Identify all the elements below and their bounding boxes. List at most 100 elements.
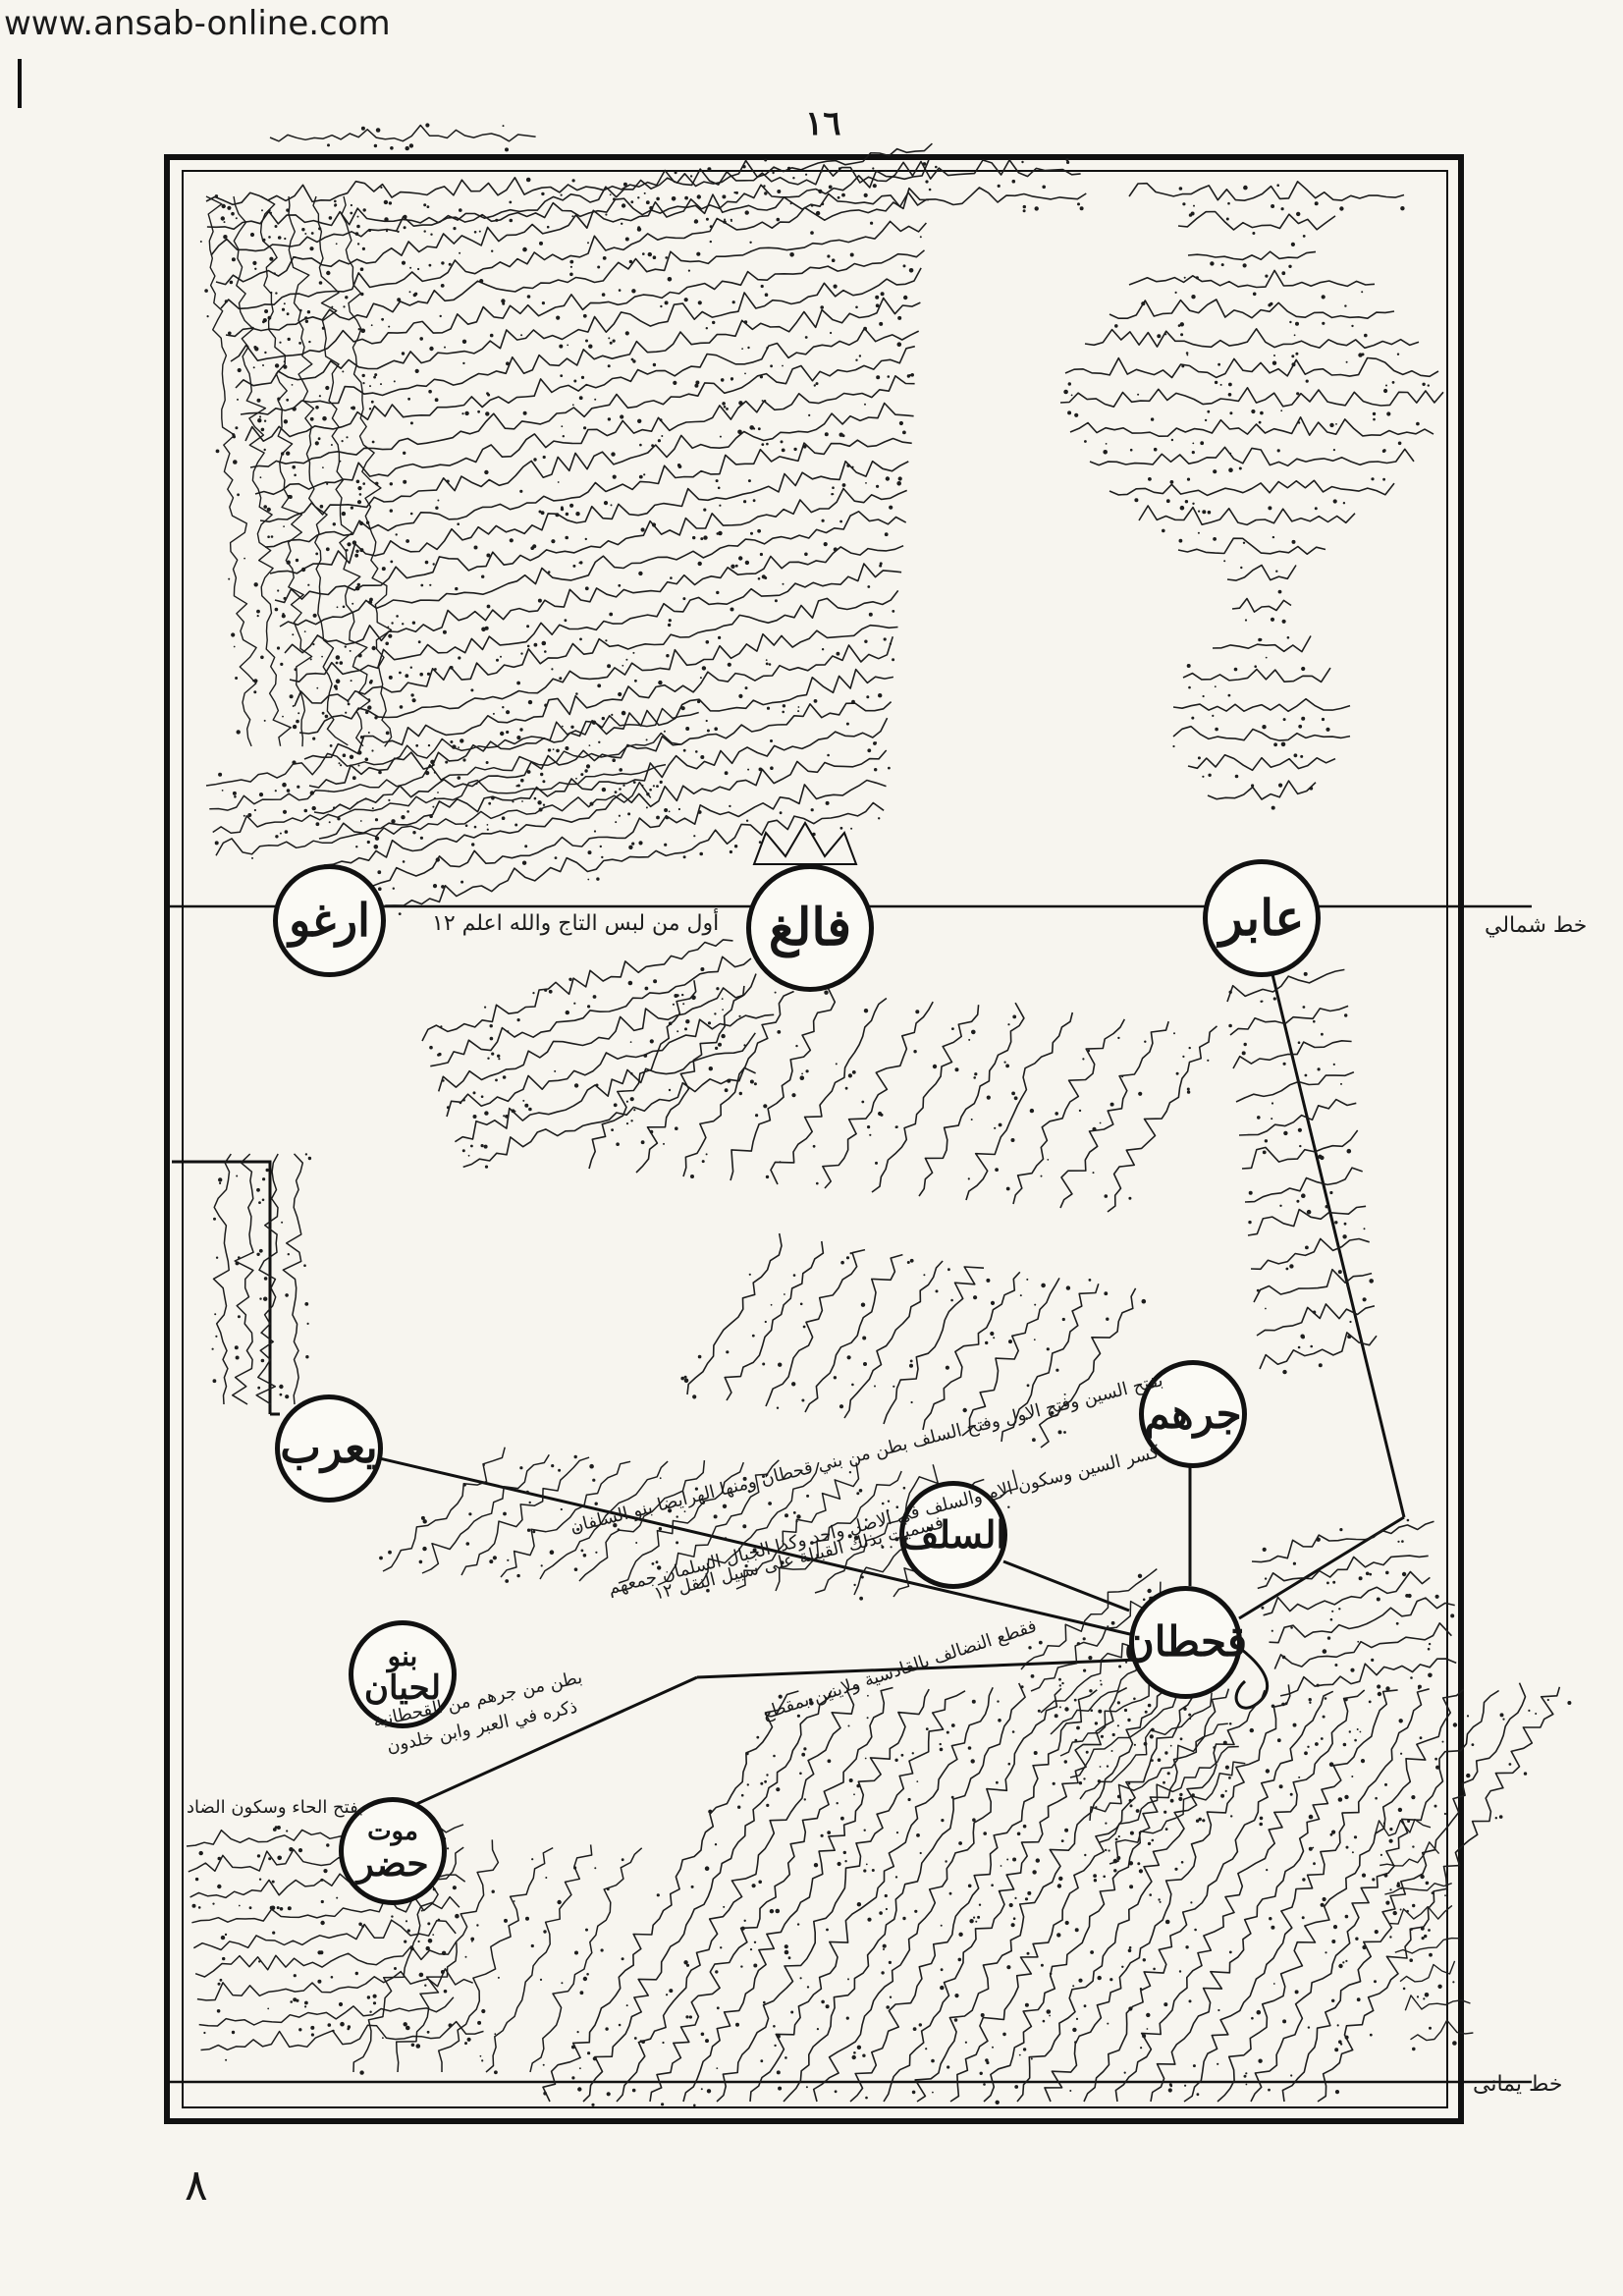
script-dot [635, 1542, 638, 1544]
script-dot [392, 887, 395, 890]
script-dot [886, 1509, 890, 1512]
script-dot [1320, 1902, 1325, 1907]
script-dot [715, 479, 719, 483]
script-dot [1117, 1835, 1120, 1838]
script-dot [766, 1774, 769, 1777]
script-dot [1314, 507, 1318, 511]
script-dot [388, 798, 391, 802]
script-stroke [235, 267, 922, 389]
script-dot [1289, 1792, 1293, 1796]
script-dot [252, 366, 255, 369]
script-dot [1508, 1763, 1512, 1766]
script-dot [459, 1101, 462, 1105]
script-dot [292, 705, 295, 707]
script-dot [533, 642, 538, 647]
script-dot [777, 190, 782, 193]
script-dot [1030, 2057, 1033, 2060]
script-dot [885, 1907, 889, 1911]
script-dot [520, 652, 523, 655]
script-dot [703, 508, 707, 512]
script-dot [317, 1979, 322, 1984]
script-dot [720, 378, 725, 382]
script-dot [349, 754, 354, 759]
script-dot [540, 511, 545, 516]
script-dot [833, 284, 838, 289]
script-dot [637, 226, 641, 230]
script-dot [509, 218, 514, 223]
script-dot [406, 539, 409, 543]
script-stroke [635, 985, 745, 1174]
script-dot [659, 780, 663, 785]
script-dot [296, 719, 299, 724]
script-dot [356, 243, 360, 246]
script-dot [385, 641, 390, 646]
script-dot [664, 301, 669, 305]
script-dot [1317, 1067, 1321, 1071]
script-dot [1093, 1879, 1098, 1883]
script-stroke [282, 1153, 304, 1405]
script-dot [409, 266, 412, 269]
script-dot [1353, 1835, 1358, 1839]
script-dot [1191, 1793, 1195, 1797]
script-dot [256, 1187, 260, 1192]
script-dot [304, 2000, 308, 2005]
script-dot [1313, 1862, 1316, 1866]
script-dot [221, 203, 226, 209]
script-dot [1331, 1998, 1335, 2003]
script-stroke [1044, 1684, 1291, 2103]
script-stroke [1394, 1937, 1461, 1954]
script-dot [1374, 1980, 1377, 1984]
script-dot [391, 819, 396, 824]
script-dot [470, 688, 474, 692]
script-dot [977, 1915, 981, 1919]
script-dot [663, 730, 666, 733]
script-dot [333, 806, 336, 809]
script-dot [1369, 2033, 1373, 2037]
script-dot [281, 614, 286, 619]
script-dot [551, 1464, 555, 1468]
script-stroke [716, 1690, 966, 2103]
script-dot [865, 2096, 868, 2100]
script-dot [690, 1885, 694, 1888]
script-dot [1342, 1742, 1347, 1747]
script-dot [286, 398, 290, 402]
script-dot [693, 220, 697, 224]
script-dot [781, 448, 785, 453]
script-dot [276, 1826, 281, 1830]
script-dot [389, 482, 393, 486]
script-dot [1535, 1713, 1538, 1715]
script-dot [1127, 1718, 1131, 1722]
script-stroke [264, 437, 912, 548]
script-dot [764, 191, 768, 195]
script-dot [864, 1518, 868, 1521]
script-dot [744, 210, 749, 215]
script-dot [1418, 1687, 1420, 1690]
script-dot [766, 706, 771, 710]
script-dot [751, 1334, 755, 1338]
script-dot [778, 1362, 783, 1367]
script-dot [971, 1699, 976, 1704]
script-stroke [914, 1689, 1165, 2103]
script-dot [683, 298, 688, 302]
script-dot [544, 988, 548, 992]
script-dot [1033, 1751, 1038, 1755]
script-dot [1356, 1728, 1359, 1730]
script-stroke [312, 195, 371, 747]
script-dot [334, 204, 337, 207]
script-dot [1344, 1914, 1349, 1919]
script-dot [486, 392, 489, 395]
script-stroke [1263, 1570, 1431, 1616]
script-dot [371, 807, 374, 810]
script-dot [1099, 1121, 1102, 1124]
script-dot [1307, 2026, 1311, 2029]
script-dot [742, 165, 746, 169]
script-dot [1452, 1981, 1455, 1984]
script-dot [558, 1468, 562, 1472]
script-stroke [1231, 597, 1292, 613]
script-dot [685, 727, 690, 731]
script-dot [1402, 1987, 1406, 1991]
script-dot [1060, 1839, 1064, 1842]
script-dot [1285, 1267, 1289, 1271]
script-dot [715, 1046, 719, 1050]
script-dot [1380, 1853, 1382, 1856]
